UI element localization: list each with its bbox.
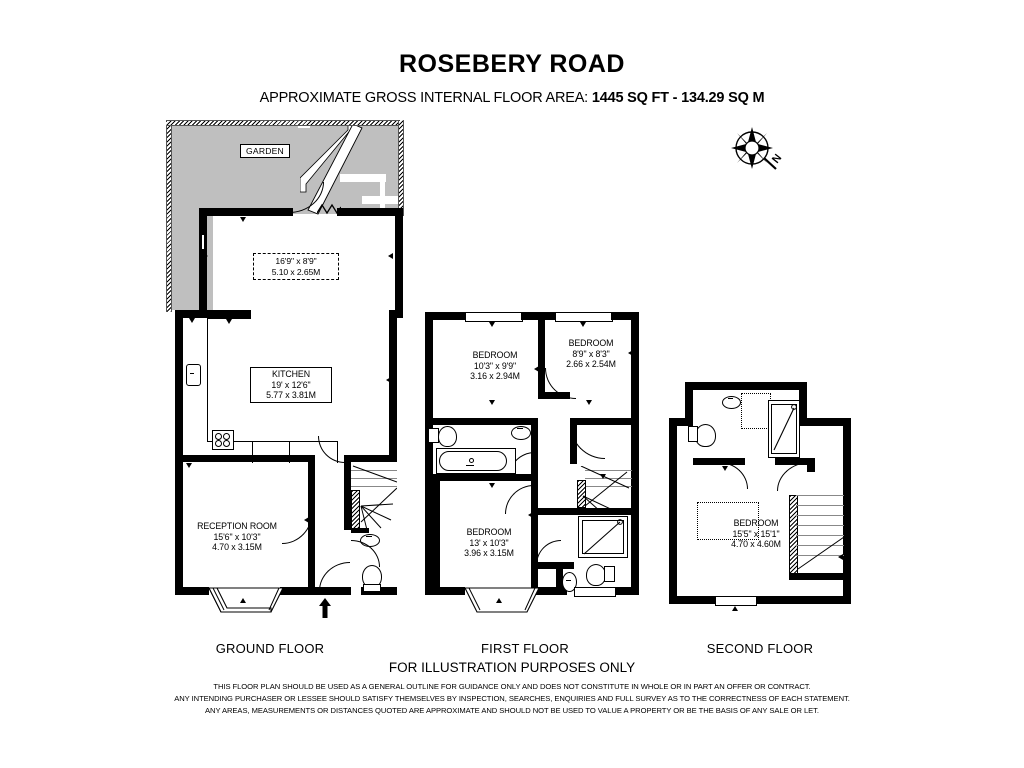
floor-area-label: APPROXIMATE GROSS INTERNAL FLOOR AREA: bbox=[259, 90, 589, 106]
sf-front-window bbox=[715, 596, 757, 606]
gf-wall-rear-top-l bbox=[199, 208, 289, 216]
disclaimer-line-3: ANY AREAS, MEASUREMENTS OR DISTANCES QUO… bbox=[205, 706, 819, 716]
gf-wall-left-kitchen bbox=[175, 310, 183, 460]
ff-bed3-door bbox=[505, 485, 534, 514]
ff-bay-window bbox=[464, 587, 540, 613]
sf-toilet-icon bbox=[695, 424, 716, 447]
ff-window-bed2 bbox=[555, 312, 613, 322]
disclaimer-line-2: ANY INTENDING PURCHASER OR LESSEE SHOULD… bbox=[174, 694, 850, 704]
kitchen-label: KITCHEN 19' x 12'6" 5.77 x 3.81M bbox=[250, 367, 332, 403]
gf-wall-hall-left bbox=[308, 505, 315, 567]
garden-fence-right bbox=[398, 120, 404, 216]
ff-wall-top-l bbox=[425, 312, 465, 320]
floor-area-line: APPROXIMATE GROSS INTERNAL FLOOR AREA: 1… bbox=[0, 90, 1024, 106]
sf-wall-front-r bbox=[755, 596, 851, 604]
disclaimer-line-1: THIS FLOOR PLAN SHOULD BE USED AS A GENE… bbox=[213, 682, 811, 691]
sf-bathroom-door bbox=[719, 462, 748, 489]
page-title: ROSEBERY ROAD bbox=[399, 50, 625, 78]
plan-break-zigzag bbox=[307, 123, 363, 215]
sf-landing-door bbox=[777, 462, 810, 491]
gf-wall-kitchen-reception bbox=[175, 455, 312, 462]
ff-wall-left bbox=[425, 312, 433, 595]
garden-area-mid bbox=[168, 178, 380, 210]
ff-wall-bath-bottom bbox=[433, 474, 538, 481]
gf-wall-rear-left bbox=[199, 208, 207, 312]
ff-wall-bed2-bottom bbox=[596, 418, 632, 425]
ff-wall-bed3-r bbox=[531, 511, 538, 595]
sf-eaves-dotted-area bbox=[741, 393, 771, 429]
floor-area-value: 1445 SQ FT - 134.29 SQ M bbox=[591, 90, 765, 106]
ff-wall-ensuite-top bbox=[538, 508, 632, 515]
compass-rose-icon: N bbox=[727, 126, 787, 176]
gf-rear-window bbox=[317, 203, 341, 215]
gf-wall-rear-top-r bbox=[337, 208, 403, 216]
gf-wall-bay-l bbox=[175, 587, 209, 595]
ff-window-bed1 bbox=[465, 312, 523, 322]
sf-wall-right bbox=[843, 418, 851, 604]
disclaimer-block: THIS FLOOR PLAN SHOULD BE USED AS A GENE… bbox=[0, 681, 1024, 718]
sf-staircase[interactable] bbox=[796, 495, 844, 575]
ff-wall-bath-top bbox=[433, 418, 538, 425]
ff-wall-bed-divider-top bbox=[538, 320, 545, 368]
ff-bath-basin-icon bbox=[511, 426, 531, 440]
gf-bay-window bbox=[208, 587, 284, 613]
gf-wall-right-kitchen bbox=[389, 310, 397, 460]
sf-wall-bath-top bbox=[685, 382, 807, 390]
ff-ensuite-toilet-icon bbox=[586, 564, 606, 586]
sf-wall-top-right bbox=[799, 418, 849, 426]
sf-bedroom-label: BEDROOM 15'5" x 15'1" 4.70 x 4.60M bbox=[731, 518, 781, 550]
garden-fence-rear bbox=[166, 120, 402, 126]
kitchen-sink-icon bbox=[186, 364, 201, 386]
ff-bedroom1-label: BEDROOM 10'3" x 9'9" 3.16 x 2.94M bbox=[470, 350, 520, 382]
gf-kitchen-unit-top bbox=[207, 310, 251, 318]
illustration-note: FOR ILLUSTRATION PURPOSES ONLY bbox=[388, 660, 636, 675]
ff-wall-right bbox=[631, 312, 639, 595]
gf-kitchen-door bbox=[318, 436, 345, 463]
garden-fence-left bbox=[166, 120, 172, 312]
ground-floor-caption: GROUND FLOOR bbox=[215, 641, 325, 656]
gf-wall-hall-top bbox=[344, 455, 397, 462]
gf-wall-front-hall bbox=[315, 587, 351, 595]
sf-basin-icon bbox=[722, 396, 741, 409]
sf-wall-front-l bbox=[669, 596, 715, 604]
ff-ensuite-door bbox=[536, 540, 561, 565]
sf-wall-left bbox=[669, 418, 677, 604]
gf-dining-dimensions: 16'9" x 8'9" 5.10 x 2.65M bbox=[253, 253, 339, 281]
gf-wall-left-reception bbox=[175, 455, 183, 595]
first-floor-caption: FIRST FLOOR bbox=[481, 641, 569, 656]
gf-wall-stair-left bbox=[344, 462, 351, 502]
ff-ensuite-basin-icon bbox=[562, 572, 577, 592]
ff-bedroom2-label: BEDROOM 8'9" x 8'3" 2.66 x 2.54M bbox=[566, 338, 616, 370]
sf-wall-bath-right bbox=[799, 382, 807, 418]
gf-wall-bay-r bbox=[280, 587, 315, 595]
second-floor-caption: SECOND FLOOR bbox=[706, 641, 814, 656]
sf-wall-bath-left bbox=[685, 382, 693, 426]
sf-bed-dotted-area bbox=[697, 502, 759, 540]
gf-staircase[interactable] bbox=[351, 462, 397, 530]
reception-room-label: RECEPTION ROOM 15'6" x 10'3" 4.70 x 3.15… bbox=[197, 521, 277, 553]
gf-front-door bbox=[319, 562, 350, 591]
ff-ensuite-window bbox=[574, 587, 616, 597]
garden-rear-strip bbox=[213, 210, 403, 214]
ff-wall-top-m bbox=[521, 312, 555, 320]
ff-staircase[interactable] bbox=[577, 466, 632, 512]
ff-bath-toilet-icon bbox=[438, 426, 457, 447]
ff-bedroom3-label: BEDROOM 13' x 10'3" 3.96 x 3.15M bbox=[464, 527, 514, 559]
ff-wall-bed3-r-top bbox=[531, 481, 538, 515]
gf-wall-step-l bbox=[175, 310, 207, 318]
ff-wall-top-r bbox=[611, 312, 639, 320]
gf-wall-rear-right bbox=[395, 208, 403, 312]
ff-wall-bath-right bbox=[531, 418, 538, 482]
garden-label: GARDEN bbox=[240, 144, 290, 158]
entrance-arrow-icon bbox=[318, 598, 332, 623]
gf-wall-hall-l-top bbox=[308, 455, 315, 505]
